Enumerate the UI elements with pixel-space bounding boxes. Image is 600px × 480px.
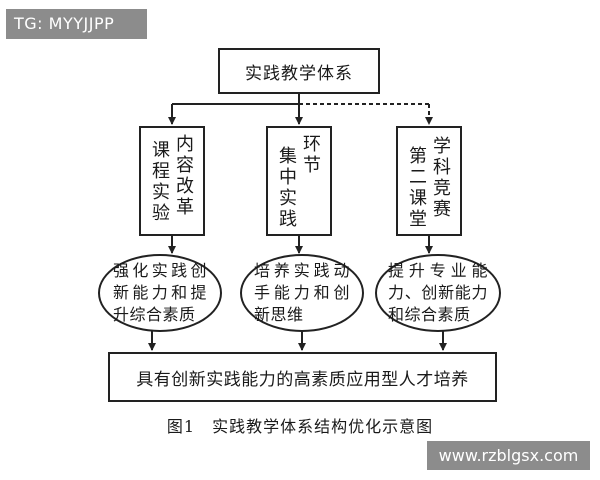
outcome-2-text: 培养实践动手能力和创新思维: [254, 261, 350, 324]
outcome-node-3: 提升专业能力、创新能力和综合素质: [375, 254, 501, 332]
outcome-node-1: 强化实践创新能力和提升综合素质: [98, 254, 222, 332]
goal-node-label: 具有创新实践能力的高素质应用型人才培养: [136, 369, 469, 390]
branch-3-col2: 学科竞赛: [433, 136, 451, 220]
branch-3-col1: 第二课堂: [409, 146, 427, 230]
watermark-top-left: TG: MYYJJPP: [6, 9, 147, 39]
root-node-label: 实践教学体系: [245, 63, 353, 84]
branch-2-col1: 集中实践: [279, 146, 297, 230]
branch-node-2: 集中实践 环节: [266, 126, 332, 236]
root-node: 实践教学体系: [218, 48, 380, 94]
branch-1-col2: 内容改革: [176, 134, 194, 218]
branch-2-col2: 环节: [303, 134, 321, 176]
outcome-3-text: 提升专业能力、创新能力和综合素质: [388, 261, 488, 324]
goal-node: 具有创新实践能力的高素质应用型人才培养: [108, 352, 497, 402]
branch-1-col1: 课程实验: [152, 140, 170, 224]
watermark-bottom-right: www.rzblgsx.com: [427, 441, 590, 470]
branch-node-3: 第二课堂 学科竞赛: [396, 126, 462, 236]
branch-node-1: 课程实验 内容改革: [139, 126, 205, 236]
outcome-node-2: 培养实践动手能力和创新思维: [240, 254, 364, 332]
outcome-1-text: 强化实践创新能力和提升综合素质: [113, 261, 207, 324]
figure-caption: 图1 实践教学体系结构优化示意图: [166, 417, 434, 436]
